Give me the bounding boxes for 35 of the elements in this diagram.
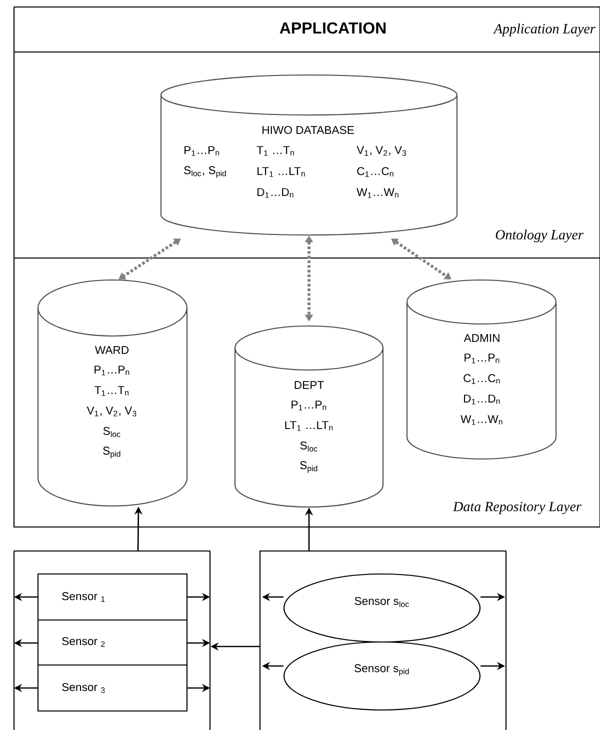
database-cylinder: HIWO DATABASE P$_{1}$…P$_{n}$ T$_{1}$ …T$_{n}$ V$_{1}$, V$_{2}$, V$_{3}$ S$_{loc}$, S$_{pid}$ LT$_{1}$ …LT$_{n}$ C$_{1}$…C$_{n}$ D$_{1}$…D$_{n}$ W$_{1}$…W$_{n}$ — [160, 74, 458, 236]
node-label: P$_{1}$…P$_{n}$ — [184, 146, 220, 156]
node-label: ADMIN — [464, 334, 500, 342]
sensor-group-box — [13, 550, 211, 730]
node-label: WARD — [94, 346, 129, 354]
node-label: T$_{1}$…T$_{n}$ — [94, 386, 128, 396]
node-label: S$_{loc}$ — [103, 426, 120, 438]
node-label: HIWO DATABASE — [262, 126, 354, 134]
sensor-box: Sensor $_{3}$ — [37, 664, 188, 712]
node-label: C$_{1}$…C$_{n}$ — [357, 167, 394, 177]
database-cylinder: WARD P$_{1}$…P$_{n}$ T$_{1}$…T$_{n}$ V$_{1}$, V$_{2}$, V$_{3}$ S$_{loc}$ S$_{pid}$ — [37, 279, 188, 507]
node-label: C$_{1}$…C$_{n}$ — [464, 374, 500, 384]
node-label: V$_{1}$, V$_{2}$, V$_{3}$ — [356, 146, 406, 156]
node-label: P$_{1}$…P$_{n}$ — [292, 400, 326, 410]
node-label: W$_{1}$…W$_{n}$ — [356, 188, 398, 198]
node-label: P$_{1}$…P$_{n}$ — [94, 366, 130, 376]
sensor-group-box — [259, 550, 507, 730]
node-label: LT$_{1}$ …LT$_{n}$ — [285, 421, 333, 431]
sensor-box: Sensor $_{2}$ — [37, 619, 188, 666]
layer-band: APPLICATION Application Layer — [13, 6, 600, 53]
database-cylinder: ADMIN P$_{1}$…P$_{n}$ C$_{1}$…C$_{n}$ D$_{1}$…D$_{n}$ W$_{1}$…W$_{n}$ — [406, 279, 557, 460]
node-label: S$_{loc}$, S$_{pid}$ — [184, 166, 226, 178]
database-cylinder: DEPT P$_{1}$…P$_{n}$ LT$_{1}$ …LT$_{n}$ S$_{loc}$ S$_{pid}$ — [234, 325, 384, 508]
node-label: D$_{1}$…D$_{n}$ — [464, 394, 500, 404]
sensor-box: Sensor $_{1}$ — [37, 573, 188, 621]
node-label: LT$_{1}$ …LT$_{n}$ — [258, 167, 305, 177]
node-label: DEPT — [294, 381, 324, 389]
node-label: V$_{1}$, V$_{2}$, V$_{3}$ — [86, 406, 136, 416]
node-label: T$_{1}$ …T$_{n}$ — [256, 146, 294, 156]
node-label: P$_{1}$…P$_{n}$ — [464, 354, 500, 364]
node-label: S$_{pid}$ — [103, 446, 120, 458]
node-label: D$_{1}$…D$_{n}$ — [258, 188, 294, 198]
node-label: W$_{1}$…W$_{n}$ — [460, 415, 502, 425]
node-label: S$_{pid}$ — [300, 461, 318, 473]
node-label: S$_{loc}$ — [300, 441, 318, 452]
